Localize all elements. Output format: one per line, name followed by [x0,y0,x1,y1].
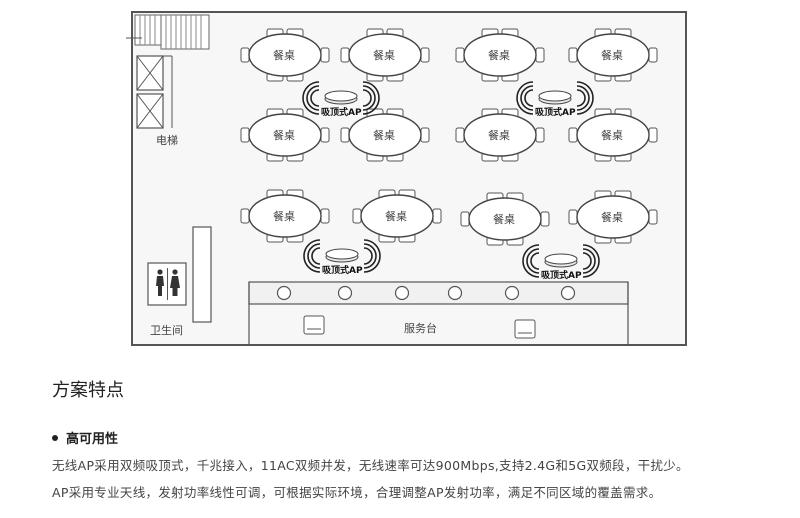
chair [455,127,465,143]
feature-heading: 高可用性 [66,432,119,447]
chair [568,47,578,63]
table-top [576,113,650,157]
elevator-area [126,14,210,129]
feature-bullet: 高可用性 [52,428,118,447]
chair [320,127,330,143]
table-label: 餐桌 [273,48,295,62]
chair [540,211,550,227]
service-counter [248,281,629,345]
table-top [348,33,422,77]
chair [648,127,658,143]
table-top [463,33,537,77]
table-label: 餐桌 [373,48,395,62]
table-top [248,113,322,157]
elevator-label: 电梯 [156,134,178,147]
ap-label: 吸顶式AP [321,106,362,118]
chair [420,127,430,143]
section-title: 方案特点 [52,380,124,401]
table-label: 餐桌 [373,128,395,142]
dining-table: 餐桌 [568,108,658,162]
service-counter-label: 服务台 [404,321,437,335]
table-top [576,33,650,77]
chair [340,127,350,143]
chair [240,208,250,224]
table-label: 餐桌 [601,210,623,224]
table-label: 餐桌 [273,128,295,142]
chair [455,47,465,63]
ceiling-ap-icon: 吸顶式AP [302,81,380,118]
chair [320,208,330,224]
table-label: 餐桌 [601,48,623,62]
table-top [348,113,422,157]
table-top [576,195,650,239]
ceiling-ap-icon: 吸顶式AP [522,244,600,281]
ceiling-ap-icon: 吸顶式AP [303,239,381,276]
chair [420,47,430,63]
table-top [248,33,322,77]
chair [432,208,442,224]
chair [568,127,578,143]
ap-label: 吸顶式AP [535,106,576,118]
table-label: 餐桌 [493,212,515,226]
chair [352,208,362,224]
dining-table: 餐桌 [240,108,330,162]
table-label: 餐桌 [385,209,407,223]
chair [240,127,250,143]
table-top [248,194,322,238]
table-top [463,113,537,157]
chair [535,127,545,143]
dining-table: 餐桌 [568,28,658,82]
chair [460,211,470,227]
chair [240,47,250,63]
dining-table: 餐桌 [568,190,658,244]
dining-table: 餐桌 [455,28,545,82]
chair [648,209,658,225]
ap-label: 吸顶式AP [322,264,363,276]
chair [340,47,350,63]
table-label: 餐桌 [488,48,510,62]
dining-table: 餐桌 [340,28,430,82]
restroom-icon [147,262,187,306]
chair [320,47,330,63]
chair [568,209,578,225]
bullet-dot-icon [52,434,58,441]
restroom-label: 卫生间 [150,323,183,337]
restroom-partition [192,226,212,323]
chair [648,47,658,63]
dining-table: 餐桌 [240,28,330,82]
ap-label: 吸顶式AP [541,269,582,281]
dining-table: 餐桌 [455,108,545,162]
feature-description-line-1: 无线AP采用双频吸顶式，千兆接入，11AC双频并发，无线速率可达900Mbps,… [52,458,689,473]
feature-description-line-2: AP采用专业天线，发射功率线性可调，可根据实际环境，合理调整AP发射功率，满足不… [52,485,662,500]
table-label: 餐桌 [273,209,295,223]
table-label: 餐桌 [601,128,623,142]
chair [535,47,545,63]
floor-plan-diagram: 电梯 卫生间 服务台 餐桌餐桌餐桌餐桌餐桌餐桌餐桌餐桌餐桌餐桌餐桌餐桌 吸顶式A… [126,11,687,346]
table-top [360,194,434,238]
table-label: 餐桌 [488,128,510,142]
ceiling-ap-icon: 吸顶式AP [516,81,594,118]
dining-table: 餐桌 [352,189,442,243]
table-top [468,197,542,241]
dining-table: 餐桌 [460,192,550,246]
dining-table: 餐桌 [240,189,330,243]
